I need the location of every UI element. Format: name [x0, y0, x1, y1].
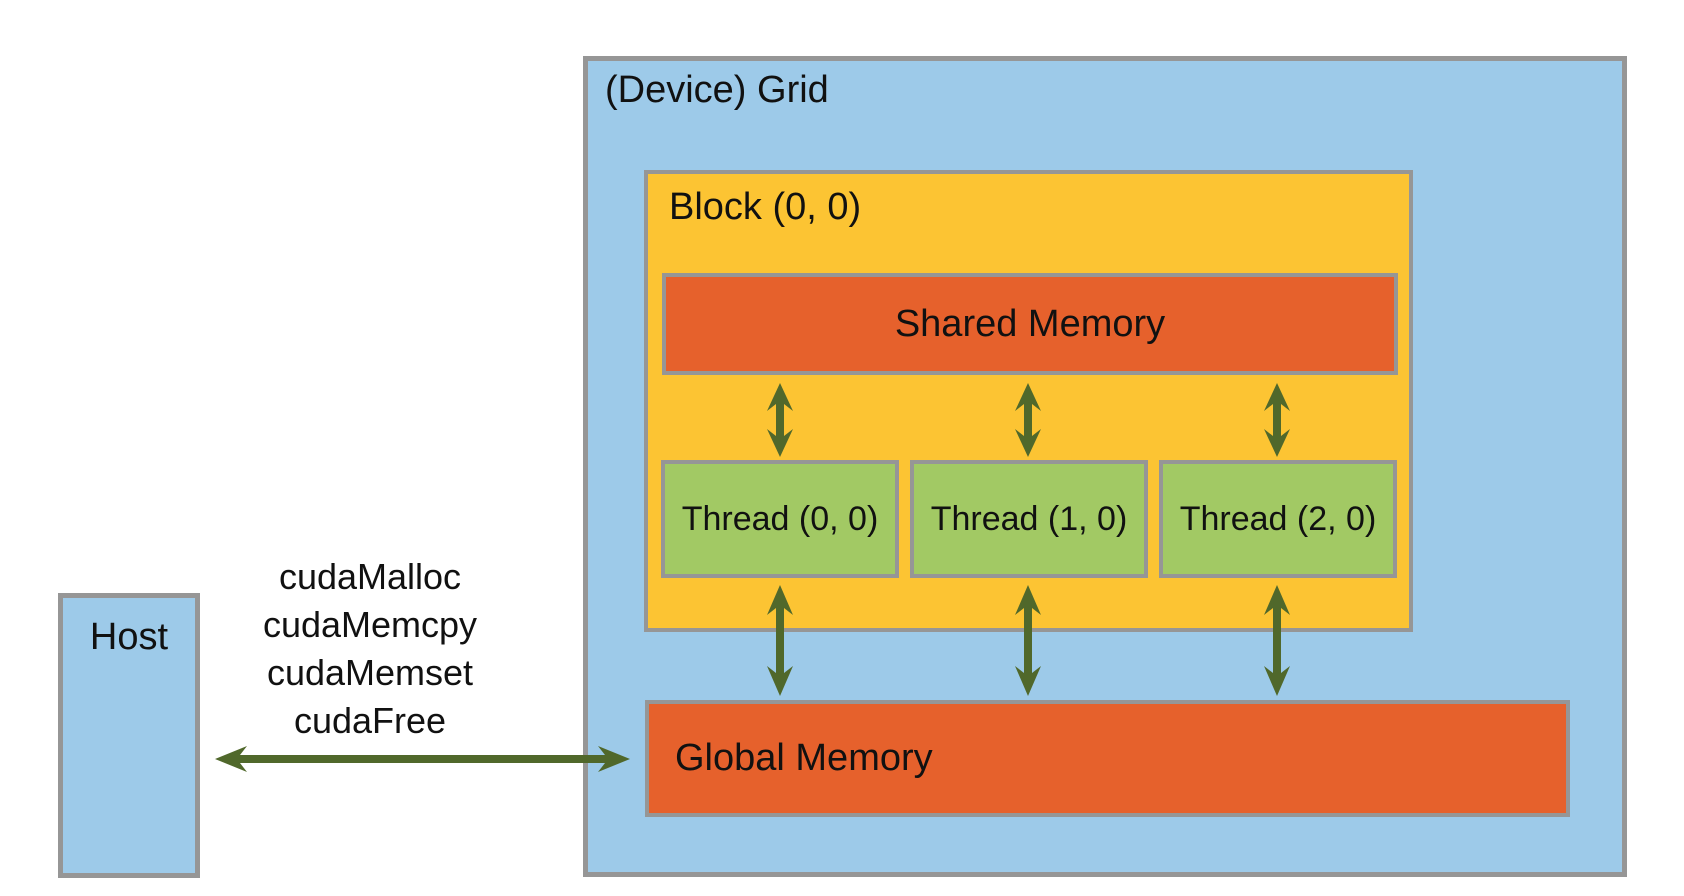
- device-grid-label: (Device) Grid: [605, 69, 829, 111]
- shared-thread-arrow-icon: [1015, 383, 1041, 457]
- api-call-label: cudaMalloc: [278, 556, 462, 597]
- api-call-label: cudaMemset: [266, 652, 474, 693]
- thread-global-arrow-icon: [1015, 585, 1041, 696]
- thread-global-arrow-icon: [1264, 585, 1290, 696]
- shared-thread-arrow-icon: [767, 383, 793, 457]
- host-box: Host: [58, 593, 200, 878]
- thread-label-0: Thread (0, 0): [681, 499, 879, 538]
- host-global-arrow-icon: [215, 746, 630, 772]
- shared-thread-arrow-icon: [1264, 383, 1290, 457]
- shared-memory-label: Shared Memory: [894, 302, 1166, 345]
- shared-memory-box: Shared Memory: [662, 273, 1398, 375]
- thread-box-0: Thread (0, 0): [661, 460, 899, 578]
- thread-label-2: Thread (2, 0): [1179, 499, 1377, 538]
- global-memory-label: Global Memory: [675, 737, 933, 779]
- global-memory-box: Global Memory: [645, 700, 1570, 817]
- thread-label-1: Thread (1, 0): [930, 499, 1128, 538]
- block-label: Block (0, 0): [669, 186, 862, 228]
- api-call-label: cudaFree: [293, 700, 447, 741]
- thread-box-1: Thread (1, 0): [910, 460, 1148, 578]
- thread-global-arrow-icon: [767, 585, 793, 696]
- host-label: Host: [89, 616, 169, 658]
- thread-box-2: Thread (2, 0): [1159, 460, 1397, 578]
- api-calls-list: cudaMalloc cudaMemcpy cudaMemset cudaFre…: [215, 553, 525, 745]
- api-call-label: cudaMemcpy: [262, 604, 478, 645]
